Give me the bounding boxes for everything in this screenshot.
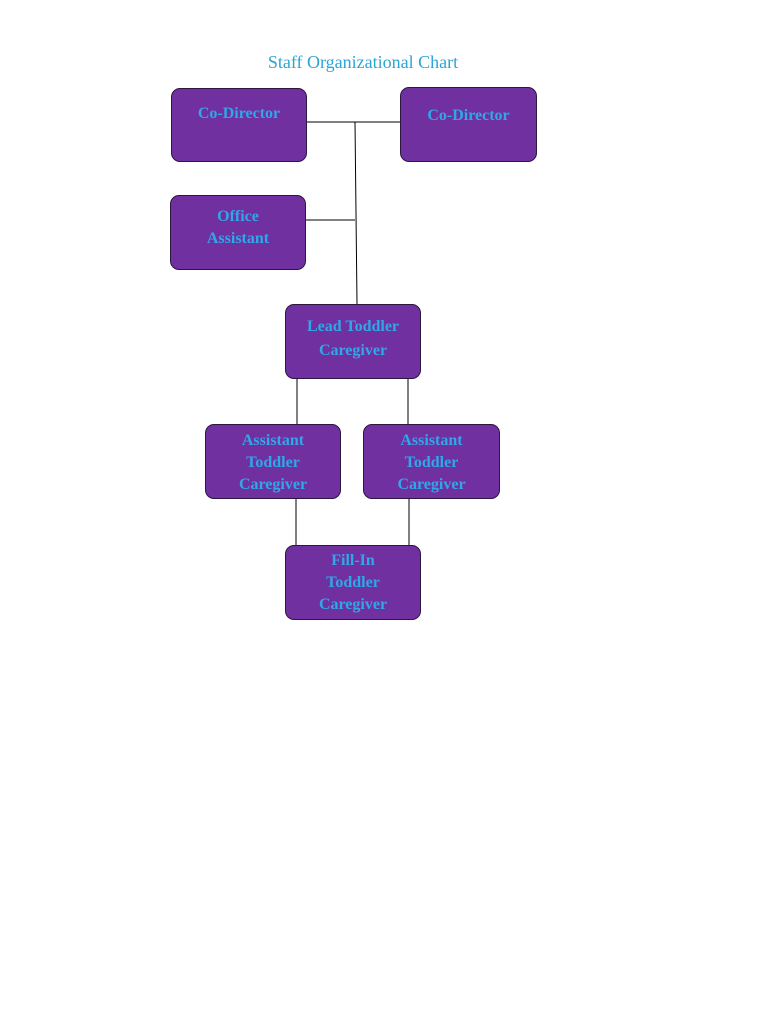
node-office-assistant: Office Assistant bbox=[170, 195, 306, 270]
node-lead-toddler-caregiver: Lead Toddler Caregiver bbox=[285, 304, 421, 379]
connector-main-vertical bbox=[354, 121, 358, 305]
node-co-director-2: Co-Director bbox=[400, 87, 537, 162]
node-assistant-toddler-caregiver-1: Assistant Toddler Caregiver bbox=[205, 424, 341, 499]
chart-title: Staff Organizational Chart bbox=[267, 52, 459, 72]
node-co-director-1: Co-Director bbox=[171, 88, 307, 162]
node-fill-in-toddler-caregiver: Fill-In Toddler Caregiver bbox=[285, 545, 421, 620]
node-assistant-toddler-caregiver-2: Assistant Toddler Caregiver bbox=[363, 424, 500, 499]
